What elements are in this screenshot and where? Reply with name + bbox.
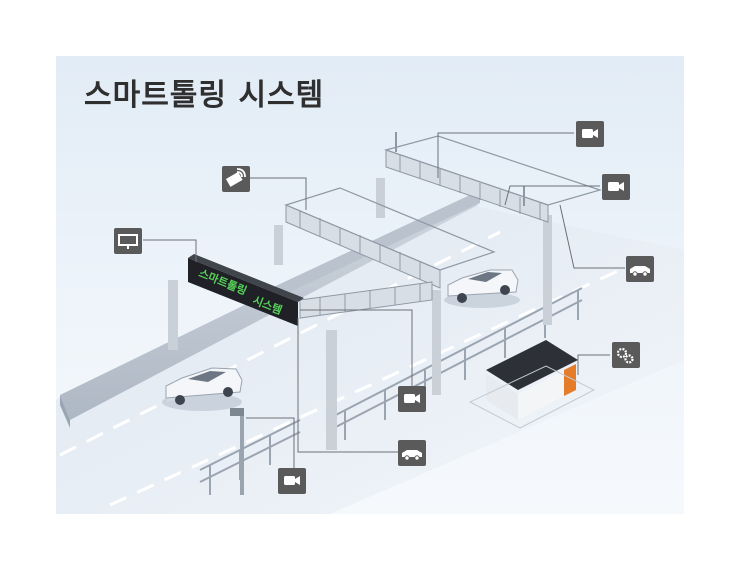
vehicle-icon: [398, 440, 426, 466]
camera-pole: [230, 408, 244, 495]
camera-icon: [398, 386, 426, 412]
icon-layer: [114, 121, 654, 494]
camera-icon: [278, 468, 306, 494]
gantry-back: [376, 132, 603, 325]
car-upper: [444, 269, 520, 308]
gantry-middle: [274, 187, 496, 395]
toll-booth: [468, 340, 596, 429]
gears-icon: [612, 342, 640, 368]
road: [56, 205, 684, 514]
diagram-title: 스마트톨링 시스템: [84, 78, 325, 113]
camera-icon: [602, 174, 630, 200]
car-lower: [162, 367, 243, 411]
camera-icon: [576, 121, 604, 147]
guard-rail: [199, 287, 583, 483]
display-board-icon: [114, 228, 142, 254]
gantry-front: [168, 280, 433, 450]
wireless-icon: [222, 166, 250, 192]
vehicle-icon: [626, 256, 654, 282]
